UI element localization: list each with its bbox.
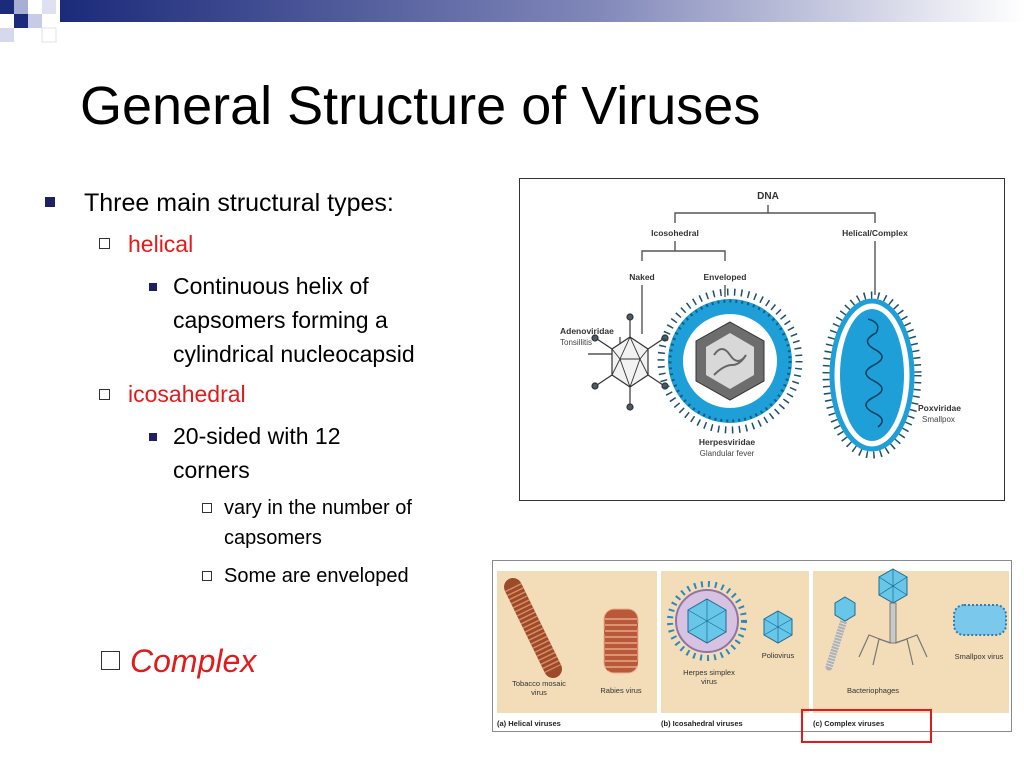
bullet-marker [45, 197, 55, 207]
caption-complex: (c) Complex viruses [813, 719, 884, 728]
bullet-marker-hollow [202, 571, 212, 581]
panel-complex [813, 571, 1009, 713]
adeno-disease: Tonsillitis [560, 338, 592, 347]
tree-label-dna: DNA [757, 191, 779, 202]
bullet-marker-hollow [99, 238, 110, 249]
helical-desc-line: Continuous helix of [173, 273, 369, 299]
deco-square [0, 28, 14, 42]
icosa-desc-line: corners [173, 457, 250, 483]
rabies-illustration [603, 608, 639, 674]
helical-desc-line: capsomers forming a [173, 307, 388, 333]
deco-square [0, 0, 14, 14]
poxvirus-illustration [822, 291, 922, 459]
pox-name: Poxviridae [918, 403, 961, 413]
bullet-marker [149, 283, 157, 291]
herpes-simplex-illustration [667, 581, 747, 661]
virus-classification-figure: DNA Icosohedral Helical/Complex Naked En… [519, 178, 1005, 501]
icosa-desc-line: 20-sided with 12 [173, 423, 341, 449]
caption-helical: (a) Helical viruses [497, 719, 561, 728]
bullet-helical: helical [128, 231, 194, 257]
herpes-disease: Glandular fever [700, 449, 755, 458]
smallpox-label: Smallpox virus [955, 652, 1004, 661]
herpes-simplex-label: Herpes simplex [683, 668, 735, 677]
caption-icosahedral: (b) Icosahedral viruses [661, 719, 743, 728]
bacteriophage-illustration [858, 568, 928, 666]
icosa-sub-line: capsomers [224, 527, 322, 549]
pox-disease: Smallpox [922, 415, 955, 424]
bullet-marker-hollow [202, 503, 212, 513]
smallpox-illustration [953, 604, 1007, 636]
bullet-complex: Complex [130, 643, 257, 679]
bullet-icosahedral: icosahedral [128, 381, 246, 407]
icosa-sub-enveloped: Some are enveloped [224, 565, 409, 587]
complex-rod-illustration [825, 596, 856, 671]
bullet-marker-hollow [101, 651, 120, 670]
header-gradient-bar [60, 0, 1024, 22]
tobacco-mosaic-illustration [504, 578, 562, 678]
deco-square [14, 0, 28, 14]
deco-square [41, 27, 57, 43]
deco-square [14, 14, 28, 28]
adeno-name: Adenoviridae [560, 326, 614, 336]
herpesvirus-illustration [657, 288, 803, 434]
header-decoration [0, 0, 1024, 43]
virus-types-figure: Tobacco mosaic virus Rabies virus Herpes… [492, 560, 1012, 732]
rabies-label: Rabies virus [600, 686, 642, 695]
tobacco-label: Tobacco mosaic [512, 679, 566, 688]
tree-label-enveloped: Enveloped [704, 272, 747, 282]
tree-lines [588, 205, 876, 355]
complex-highlight-box [801, 709, 932, 743]
tobacco-label: virus [531, 688, 547, 697]
tree-label-icosahedral: Icosohedral [651, 228, 699, 238]
tree-label-helical-complex: Helical/Complex [842, 228, 908, 238]
bullet-marker [149, 433, 157, 441]
helical-desc-line: cylindrical nucleocapsid [173, 341, 415, 367]
bullet-main: Three main structural types: [84, 189, 394, 217]
herpes-simplex-label: virus [701, 677, 717, 686]
deco-square [42, 0, 56, 14]
herpes-name: Herpesviridae [699, 437, 755, 447]
bacteriophages-label: Bacteriophages [847, 686, 899, 695]
adenovirus-illustration [591, 313, 669, 411]
icosa-sub-line: vary in the number of [224, 497, 412, 519]
tree-label-naked: Naked [629, 272, 655, 282]
deco-square [28, 14, 42, 28]
bullet-marker-hollow [99, 389, 110, 400]
slide-title: General Structure of Viruses [80, 76, 761, 136]
polio-label: Poliovirus [762, 651, 795, 660]
poliovirus-illustration [763, 610, 793, 644]
